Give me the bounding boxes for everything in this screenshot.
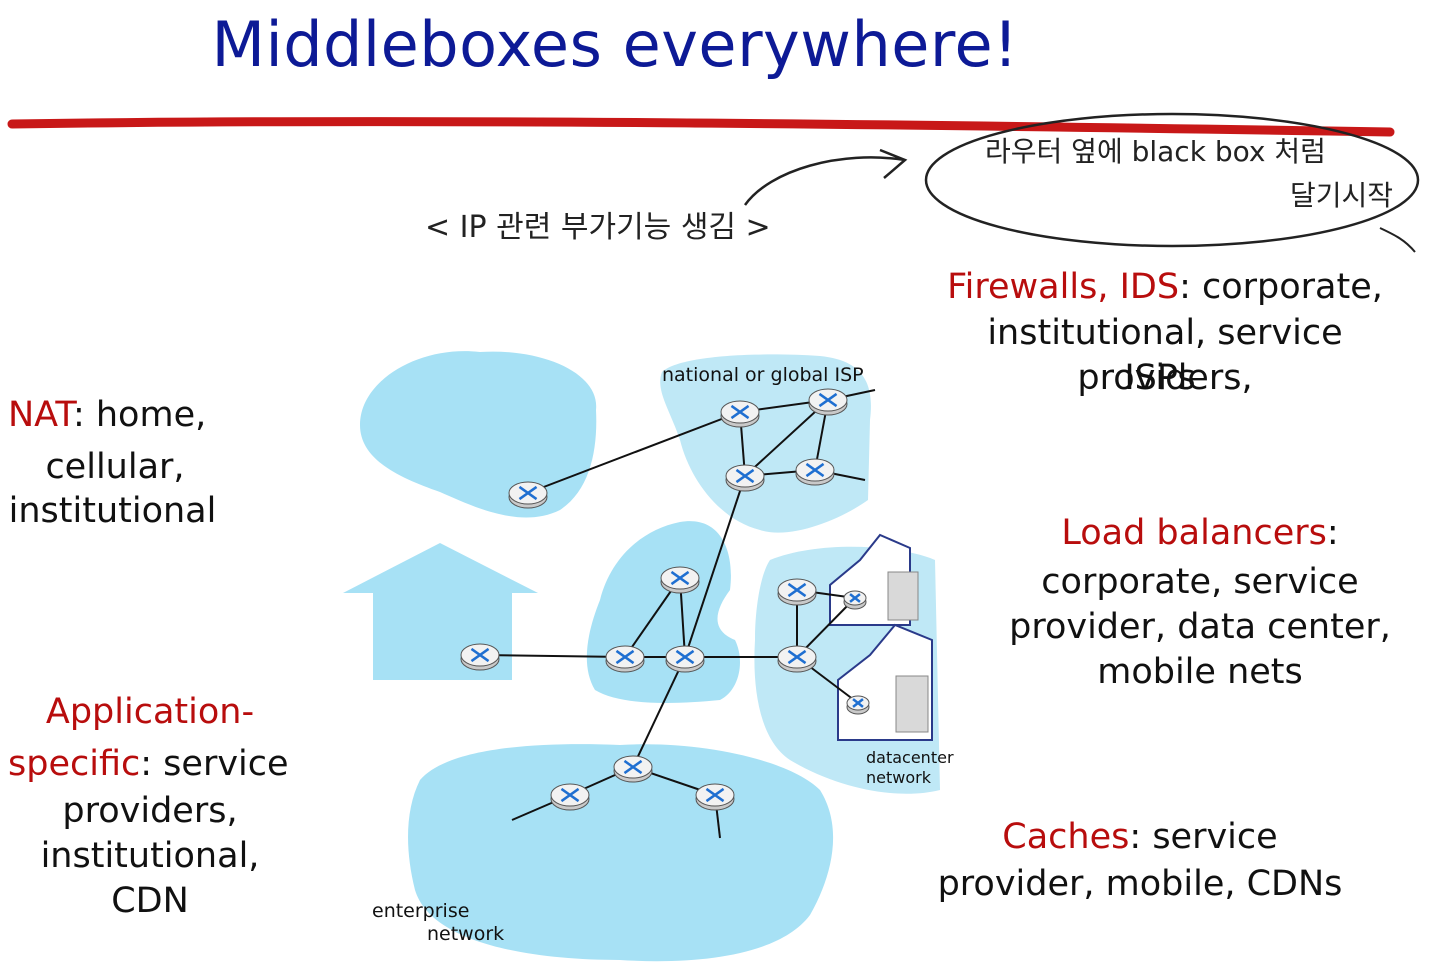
- app-desc4: CDN: [111, 881, 189, 921]
- firewall-desc1: corporate,: [1190, 267, 1383, 307]
- firewall-name: Firewalls, IDS: [947, 267, 1180, 307]
- home-shape: [343, 543, 538, 680]
- nat-name: NAT: [8, 395, 73, 435]
- router-icon: [605, 645, 645, 673]
- red-underline: [7, 117, 1395, 137]
- router-icon: [695, 783, 735, 811]
- router-icon: [725, 464, 765, 492]
- router-icon: [665, 645, 705, 673]
- nat-desc3: institutional: [8, 491, 217, 531]
- isp-label: national or global ISP: [662, 364, 864, 386]
- nat-block: NAT: home,: [8, 395, 207, 435]
- cache-line1: Caches: service: [1002, 817, 1278, 857]
- cache-desc2: provider, mobile, CDNs: [937, 864, 1343, 904]
- lb-name: Load balancers: [1061, 513, 1327, 553]
- handwritten-arrow: [743, 156, 906, 206]
- regional-cloud: [586, 521, 740, 703]
- firewall-desc3: ISPs: [1124, 358, 1196, 398]
- datacenter-label-2: network: [866, 768, 931, 787]
- lb-line1: Load balancers:: [1061, 513, 1339, 553]
- routers: [460, 388, 870, 811]
- handwritten-note-left: < IP 관련 부가기능 생김 >: [425, 210, 771, 245]
- server-rack-1: [887, 571, 919, 621]
- lb-desc1: corporate, service: [1041, 562, 1359, 602]
- router-icon: [777, 578, 817, 606]
- lb-desc3: mobile nets: [1097, 652, 1303, 692]
- app-desc2: providers,: [62, 791, 238, 831]
- mobile-network-cloud: [360, 351, 597, 518]
- router-icon: [613, 755, 653, 783]
- nat-desc1: home,: [84, 395, 207, 435]
- app-name1: Application-: [45, 692, 255, 732]
- router-icon: [660, 566, 700, 594]
- app-line2: specific: service: [8, 744, 289, 784]
- router-icon: [843, 590, 867, 610]
- enterprise-label-2: network: [427, 923, 505, 945]
- slide-title: Middleboxes everywhere!: [211, 8, 1019, 81]
- router-icon: [550, 783, 590, 811]
- lb-desc2: provider, data center,: [1009, 607, 1391, 647]
- server-rack-2: [895, 675, 929, 733]
- firewall-desc2: institutional, service providers,: [987, 313, 1343, 398]
- app-desc3: institutional,: [40, 836, 260, 876]
- handwritten-note-circle-line2: 달기시작: [1290, 179, 1394, 212]
- router-icon: [846, 695, 870, 715]
- cache-desc1: service: [1141, 817, 1278, 857]
- firewall-line1: Firewalls, IDS: corporate,: [947, 267, 1383, 307]
- datacenter-label-1: datacenter: [866, 748, 954, 767]
- router-icon: [720, 400, 760, 428]
- router-icon: [508, 481, 548, 509]
- handwritten-ellipse: [924, 112, 1420, 248]
- cache-name: Caches: [1002, 817, 1130, 857]
- router-icon: [795, 458, 835, 486]
- app-desc1: service: [152, 744, 289, 784]
- enterprise-label-1: enterprise: [372, 900, 470, 922]
- router-icon: [777, 645, 817, 673]
- handwritten-note-circle-line1: 라우터 옆에 black box 처럼: [985, 135, 1326, 168]
- router-icon: [808, 388, 848, 416]
- nat-desc2: cellular,: [45, 447, 185, 487]
- router-icon: [460, 643, 500, 671]
- app-name2: specific: [8, 744, 141, 784]
